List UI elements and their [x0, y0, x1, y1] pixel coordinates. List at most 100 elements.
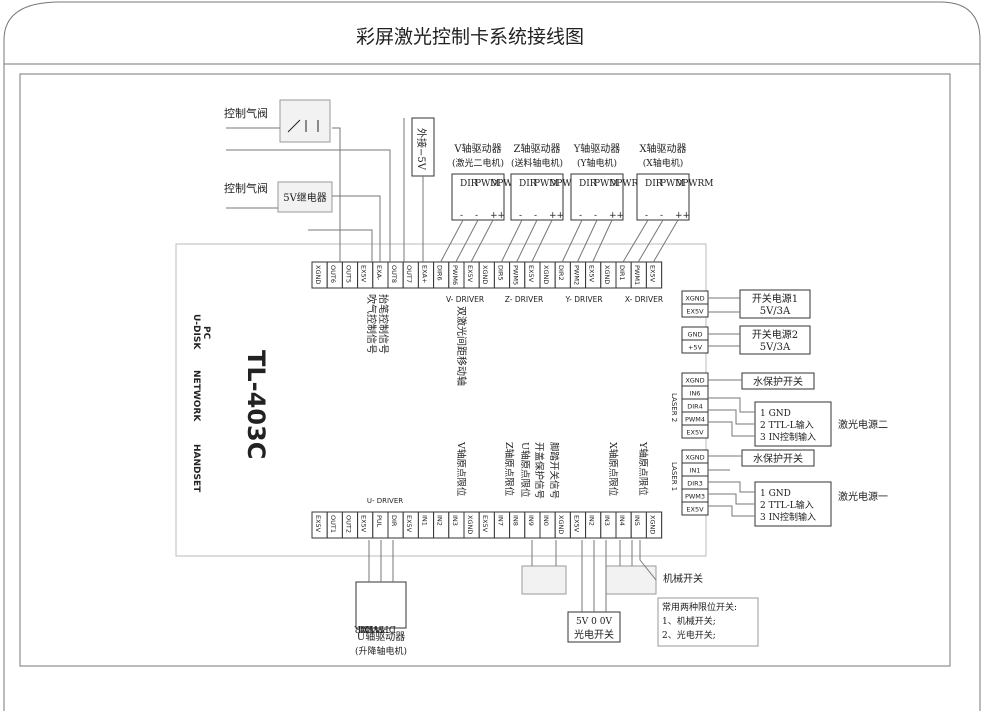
top-pin-label: DIR2 — [557, 265, 565, 281]
top-pin-label: EX5V — [360, 265, 368, 283]
right-pin-laser2-label: IN6 — [690, 390, 701, 398]
top-pin-label: OUT6 — [329, 265, 337, 283]
right-wires — [708, 297, 755, 517]
svg-text:常用两种限位开关:: 常用两种限位开关: — [662, 601, 737, 613]
svg-text:开关电源1: 开关电源1 — [752, 292, 798, 305]
bottom-pin-label: IN9 — [527, 515, 535, 526]
driver-pin-pol: ++ — [549, 211, 564, 221]
driver-pin-col: DPWRM — [490, 179, 529, 189]
top-pin-label: XGND — [314, 265, 322, 284]
driver-pin-pol: - — [594, 211, 597, 221]
svg-text:5V/3A: 5V/3A — [760, 342, 791, 353]
top-pin-label: DIR1 — [618, 265, 626, 281]
driver-pin-pol: - — [460, 211, 463, 221]
driver-pin-col: DIR — [579, 179, 597, 189]
bottom-pin — [645, 511, 663, 539]
right-pin-power-label: GND — [688, 331, 703, 339]
driver-wire — [652, 219, 679, 263]
driver-title: V轴驱动器 — [453, 142, 501, 155]
driver-pin-pol: ++ — [609, 211, 624, 221]
ext5v-label: 外接−5V — [415, 128, 428, 171]
top-pin-label: XGND — [542, 265, 550, 284]
sw-power1: 开关电源1 5V/3A — [739, 289, 811, 319]
right-pin-laser2-label: PWM4 — [685, 416, 705, 424]
limit-note: Z轴原点限位 — [503, 442, 515, 497]
driver-pin-col: PWM — [594, 179, 619, 189]
bottom-pin-label: IN3 — [451, 515, 459, 526]
driver-sub: (Y轴电机) — [577, 157, 617, 169]
driver-sub: (激光二电机) — [452, 157, 504, 169]
limit-note: V轴原点限位 — [455, 441, 467, 497]
driver-wire — [470, 219, 494, 263]
top-pin-label: EX5V — [648, 265, 656, 283]
svg-text:2 TTL-L输入: 2 TTL-L输入 — [760, 499, 814, 511]
driver-pin-col: DIR — [519, 179, 537, 189]
bottom-pin-label: EX5V — [360, 515, 368, 533]
laser-ps1-label: 激光电源一 — [838, 490, 888, 503]
driver-wire — [561, 219, 583, 263]
opto-switch-box — [567, 611, 621, 643]
bottom-pin-label: IN2 — [436, 515, 444, 526]
control-board — [175, 243, 707, 557]
top-pin-label: PWM2 — [572, 265, 580, 285]
board-model: TL-403C — [242, 350, 270, 459]
top-pin-label: DIR5 — [496, 265, 504, 281]
driver-pin-pol: - — [534, 211, 537, 221]
note-blow: 吹气控制信号 — [365, 294, 378, 354]
right-connectors: XGNDEX5VGND+5VXGNDIN6DIR4PWM4EX5VXGNDIN1… — [681, 290, 709, 516]
valve1-label: 控制气阀 — [224, 106, 268, 120]
driver-wire — [516, 219, 538, 263]
board-side-label-0: U-DISK — [191, 314, 201, 350]
limit-note: 脚踏开关信号 — [548, 442, 560, 499]
bottom-pin-label: XGND — [557, 515, 565, 534]
svg-text:1、机械开关;: 1、机械开关; — [662, 615, 716, 627]
laser2-label: LASER 2 — [670, 393, 678, 422]
board-side-label-3: HANDSET — [191, 444, 201, 493]
top-group-label: Y- DRIVER — [564, 295, 602, 304]
laser-ps2-box: 1 GND 2 TTL-L输入 3 IN控制输入 — [754, 401, 832, 447]
top-pin-label: PWM1 — [633, 265, 641, 285]
top-pin-label: EXA+ — [420, 265, 428, 283]
drawing-frame — [19, 73, 951, 667]
u-driver-title: U轴驱动器 — [357, 630, 405, 643]
limit-switch-note: 常用两种限位开关: 1、机械开关; 2、光电开关; — [657, 597, 759, 647]
top-pin-label: PWM5 — [512, 265, 520, 285]
driver-box — [451, 173, 505, 221]
right-pin-laser1-label: PWM3 — [685, 493, 705, 501]
svg-text:开关电源2: 开关电源2 — [752, 328, 798, 341]
u-driver-group-label: U- DRIVER — [367, 497, 403, 505]
top-pin-label: XGND — [481, 265, 489, 284]
bottom-pin-label: IN4 — [618, 515, 626, 526]
driver-sub: (X轴电机) — [643, 157, 683, 169]
bottom-pin-label: IN5 — [633, 515, 641, 526]
top-pin-label: XGND — [603, 265, 611, 284]
top-pin-label: OUT7 — [405, 265, 413, 283]
driver-pin-col: DPWRM — [675, 179, 714, 189]
top-pin-label: EX5V — [527, 265, 535, 283]
driver-pin-pol: - — [519, 211, 522, 221]
right-pin-laser1-label: EX5V — [686, 506, 704, 514]
top-pin-label: OUT8 — [390, 265, 398, 283]
right-pin-laser1 — [681, 501, 709, 516]
laser-ps2-label: 激光电源二 — [838, 418, 888, 431]
driver-pin-col: DPWRM — [609, 179, 648, 189]
bottom-right-wires — [531, 540, 657, 612]
top-pin-label: OUT5 — [344, 265, 352, 283]
water-switch1: 水保护开关 — [741, 449, 815, 467]
svg-text:3 IN控制输入: 3 IN控制输入 — [760, 511, 816, 523]
bottom-pin-label: IN0 — [542, 515, 550, 526]
svg-text:1 GND: 1 GND — [760, 409, 791, 419]
relay-box — [277, 181, 333, 213]
opto-label: 光电开关 — [574, 628, 614, 641]
top-pin-label: EXA- — [375, 265, 383, 281]
driver-box — [636, 173, 690, 221]
top-left-wires — [226, 118, 424, 262]
driver-wire — [576, 219, 598, 263]
relay-label: 5V继电器 — [283, 191, 327, 204]
driver-pin-pol: ++ — [490, 211, 505, 221]
driver-title: Z轴驱动器 — [514, 142, 561, 155]
